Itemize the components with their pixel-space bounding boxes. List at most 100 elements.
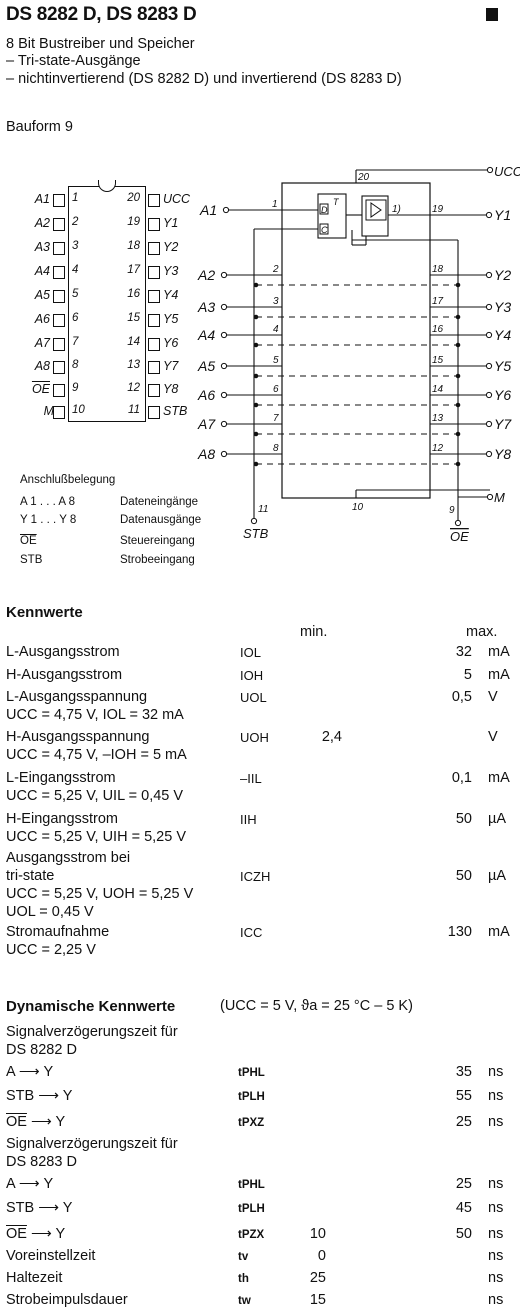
pin-name-right: Y2	[163, 240, 179, 254]
pin-name-right: Y3	[163, 264, 179, 278]
dynamisch-conditions: (UCC = 5 V, ϑa = 25 °C – 5 K)	[220, 998, 413, 1014]
pin-number-right: 17	[127, 264, 140, 276]
timing-unit: ns	[488, 1226, 504, 1242]
input-label: A5	[197, 358, 215, 374]
input-pin-number: 3	[273, 296, 279, 307]
output-pin-number: 15	[432, 355, 444, 366]
pin-pad-right	[148, 194, 160, 207]
timing-symbol: tPZX	[238, 1229, 265, 1241]
oe-terminal	[454, 519, 462, 527]
output-terminal	[485, 450, 493, 458]
param-condition: UCC = 5,25 V, UIH = 5,25 V	[6, 829, 187, 845]
pin-name-right: UCC	[163, 192, 191, 206]
input-terminal	[220, 362, 228, 370]
timing-label: A ⟶ Y	[6, 1176, 54, 1192]
param-symbol: IIH	[240, 812, 257, 827]
pin-pad-right	[148, 242, 160, 255]
pin-name-left: M	[43, 404, 54, 418]
timing-symbol: tPLH	[238, 1091, 265, 1103]
output-pin-number: 13	[432, 413, 444, 424]
pin-pad-left	[53, 290, 65, 303]
col-max-header: max.	[466, 624, 498, 640]
input-terminal	[222, 206, 230, 214]
input-label: A2	[197, 267, 215, 283]
legend-symbol: Y 1 . . . Y 8	[20, 514, 77, 526]
group-subtitle: DS 8282 D	[6, 1042, 77, 1058]
timing-label: OE ⟶ Y	[6, 1226, 65, 1242]
pin-number-right: 16	[127, 288, 140, 300]
timing-unit: ns	[488, 1088, 504, 1104]
pin-name-left: A7	[34, 336, 50, 350]
pin-pad-right	[148, 361, 160, 374]
pin-number-right: 11	[128, 404, 140, 416]
pin-name-right: Y4	[163, 288, 179, 302]
junction-left	[253, 342, 259, 348]
pin-pad-right	[148, 290, 160, 303]
pin-pad-left	[53, 266, 65, 279]
param-unit: mA	[488, 644, 510, 660]
legend-description: Datenausgänge	[120, 514, 202, 526]
legend-symbol: STB	[20, 554, 43, 566]
pin-number-left: 1	[72, 192, 79, 204]
param-label: H-Ausgangsspannung	[6, 729, 150, 745]
pin-pad-right	[148, 266, 160, 279]
input-pin-number: 2	[272, 264, 279, 275]
input-pin-number: 4	[273, 324, 279, 335]
param-symbol: IOL	[240, 645, 261, 660]
input-label: A6	[197, 387, 215, 403]
param-symbol: ICC	[240, 925, 263, 940]
legend-symbol: A 1 . . . A 8	[20, 496, 75, 508]
junction-left	[253, 402, 259, 408]
timing-unit: ns	[488, 1114, 504, 1130]
ucc-terminal	[486, 166, 494, 174]
param-condition: UCC = 4,75 V, IOL = 32 mA	[6, 707, 184, 723]
junction-left	[253, 314, 259, 320]
param-symbol: –IIL	[240, 771, 262, 786]
pin-name-left: A8	[34, 359, 50, 373]
description-line-3: – nichtinvertierend (DS 8282 D) und inve…	[6, 71, 402, 87]
param-unit: µA	[488, 868, 507, 884]
pin-pad-right	[148, 406, 160, 419]
bauform-label: Bauform 9	[6, 119, 73, 135]
pin-name-left: A3	[34, 240, 50, 254]
param-condition: UCC = 4,75 V, –IOH = 5 mA	[6, 747, 187, 763]
pin-name-left: A4	[34, 264, 50, 278]
input-pin-number: 8	[273, 443, 279, 454]
pin-pad-right	[148, 384, 160, 397]
timing-symbol: th	[238, 1273, 249, 1285]
pin-name-right: Y5	[163, 312, 179, 326]
pin-number-right: 13	[127, 359, 140, 371]
param-label: L-Ausgangsstrom	[6, 644, 120, 660]
pin-number-right: 12	[127, 382, 140, 394]
param-label: H-Ausgangsstrom	[6, 667, 123, 683]
timing-min: 10	[309, 1226, 326, 1242]
input-label: A8	[197, 446, 215, 462]
pin-number-left: 9	[72, 382, 79, 394]
input-terminal	[220, 303, 228, 311]
param-max: 130	[447, 924, 472, 940]
pin-pad-left	[53, 218, 65, 231]
param-max: 32	[455, 644, 472, 660]
input-label: A3	[197, 299, 215, 315]
timing-min: 0	[317, 1248, 326, 1264]
timing-label: Voreinstellzeit	[6, 1248, 96, 1264]
legend-description: Steuereingang	[120, 535, 195, 547]
timing-max: 50	[455, 1226, 472, 1242]
param-unit: mA	[488, 667, 510, 683]
flipflop-t: T	[333, 197, 340, 207]
stb-terminal	[250, 517, 258, 525]
pin-pad-right	[148, 338, 160, 351]
timing-symbol: tPHL	[238, 1067, 265, 1079]
timing-symbol: tPLH	[238, 1203, 265, 1215]
timing-symbol: tw	[238, 1295, 251, 1307]
param-condition: tri-state	[6, 868, 55, 884]
legend-description: Strobeeingang	[120, 554, 195, 566]
timing-unit: ns	[488, 1270, 504, 1286]
param-condition: UOL = 0,45 V	[6, 904, 94, 920]
pin-number-left: 8	[72, 359, 79, 371]
timing-label-rest: ⟶ Y	[26, 1114, 66, 1130]
junction-left	[253, 282, 259, 288]
param-unit: V	[488, 689, 498, 705]
timing-label: A ⟶ Y	[6, 1064, 54, 1080]
pin-pad-left	[53, 406, 65, 419]
